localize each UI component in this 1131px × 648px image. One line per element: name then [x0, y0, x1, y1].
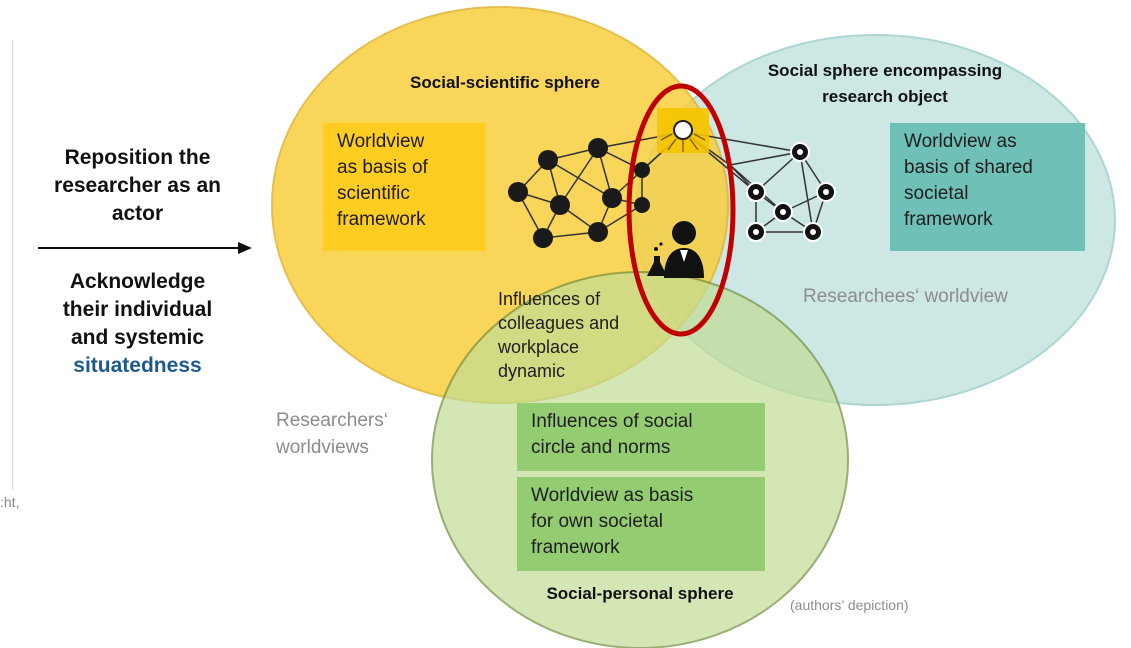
- text-line: Influences of: [498, 289, 601, 309]
- box-line: Influences of social: [531, 411, 693, 432]
- box-line: societal: [904, 183, 969, 204]
- network-node: [588, 138, 608, 158]
- colleagues-influences: Influences of colleagues and workplace d…: [498, 287, 668, 383]
- acknowledge-line: their individual: [62, 298, 213, 321]
- scientific-framework-box: Worldview as basis of scientific framewo…: [323, 123, 485, 251]
- title-line: research object: [822, 87, 948, 106]
- shared-framework-box: Worldview as basis of shared societal fr…: [890, 123, 1085, 251]
- scientist-icon: [647, 221, 704, 278]
- box-line: Worldview as basis: [531, 485, 694, 506]
- authors-caption: (authors’ depiction): [790, 597, 909, 613]
- title-line: Social sphere encompassing: [767, 61, 1003, 80]
- network-node: [538, 150, 558, 170]
- personal-sphere-title: Social-personal sphere: [546, 584, 734, 603]
- acknowledge-line: Acknowledge: [69, 270, 206, 293]
- text-line: worldviews: [276, 437, 369, 458]
- box-line: circle and norms: [531, 437, 671, 458]
- network-node: [588, 222, 608, 242]
- box-line: for own societal: [531, 511, 664, 532]
- arrow-right-icon: [38, 242, 252, 254]
- network-node: [602, 188, 622, 208]
- box-line: framework: [337, 209, 426, 230]
- box-line: as basis of: [337, 157, 428, 178]
- situatedness-word: situatedness: [73, 354, 202, 377]
- research-object-sphere-title: Social sphere encompassing research obje…: [705, 58, 1065, 110]
- box-line: Worldview: [337, 131, 425, 152]
- text-line: Researchers‘: [276, 410, 388, 431]
- acknowledge-line: and systemic: [70, 326, 205, 349]
- reposition-line: researcher as an: [54, 174, 221, 197]
- box-line: framework: [531, 537, 620, 558]
- box-line: framework: [904, 209, 993, 230]
- network-node: [634, 162, 650, 178]
- intersection-highlight: [626, 83, 736, 337]
- network-node: [550, 195, 570, 215]
- cut-text: :ht,: [0, 494, 20, 510]
- left-panel-lower: Acknowledge their individual and systemi…: [30, 268, 245, 380]
- reposition-line: actor: [111, 202, 164, 225]
- researchers-worldviews-label: Researchers‘ worldviews: [276, 407, 446, 461]
- own-framework-box: Worldview as basis for own societal fram…: [517, 477, 765, 571]
- scientific-sphere-title: Social-scientific sphere: [410, 73, 600, 92]
- text-line: colleagues and: [498, 313, 620, 333]
- text-line: dynamic: [498, 361, 566, 381]
- network-node: [508, 182, 528, 202]
- reposition-line: Reposition the: [64, 146, 211, 169]
- box-line: basis of shared: [904, 157, 1033, 178]
- network-node: [634, 197, 650, 213]
- box-line: Worldview as: [904, 131, 1017, 152]
- left-border-line: [12, 40, 13, 490]
- network-node: [533, 228, 553, 248]
- sun-icon: [657, 108, 709, 153]
- social-circle-box: Influences of social circle and norms: [517, 403, 765, 471]
- box-line: scientific: [337, 183, 410, 204]
- researchees-worldview-label: Researchees‘ worldview: [803, 286, 1008, 307]
- left-panel: Reposition the researcher as an actor: [30, 144, 245, 228]
- text-line: workplace: [498, 337, 580, 357]
